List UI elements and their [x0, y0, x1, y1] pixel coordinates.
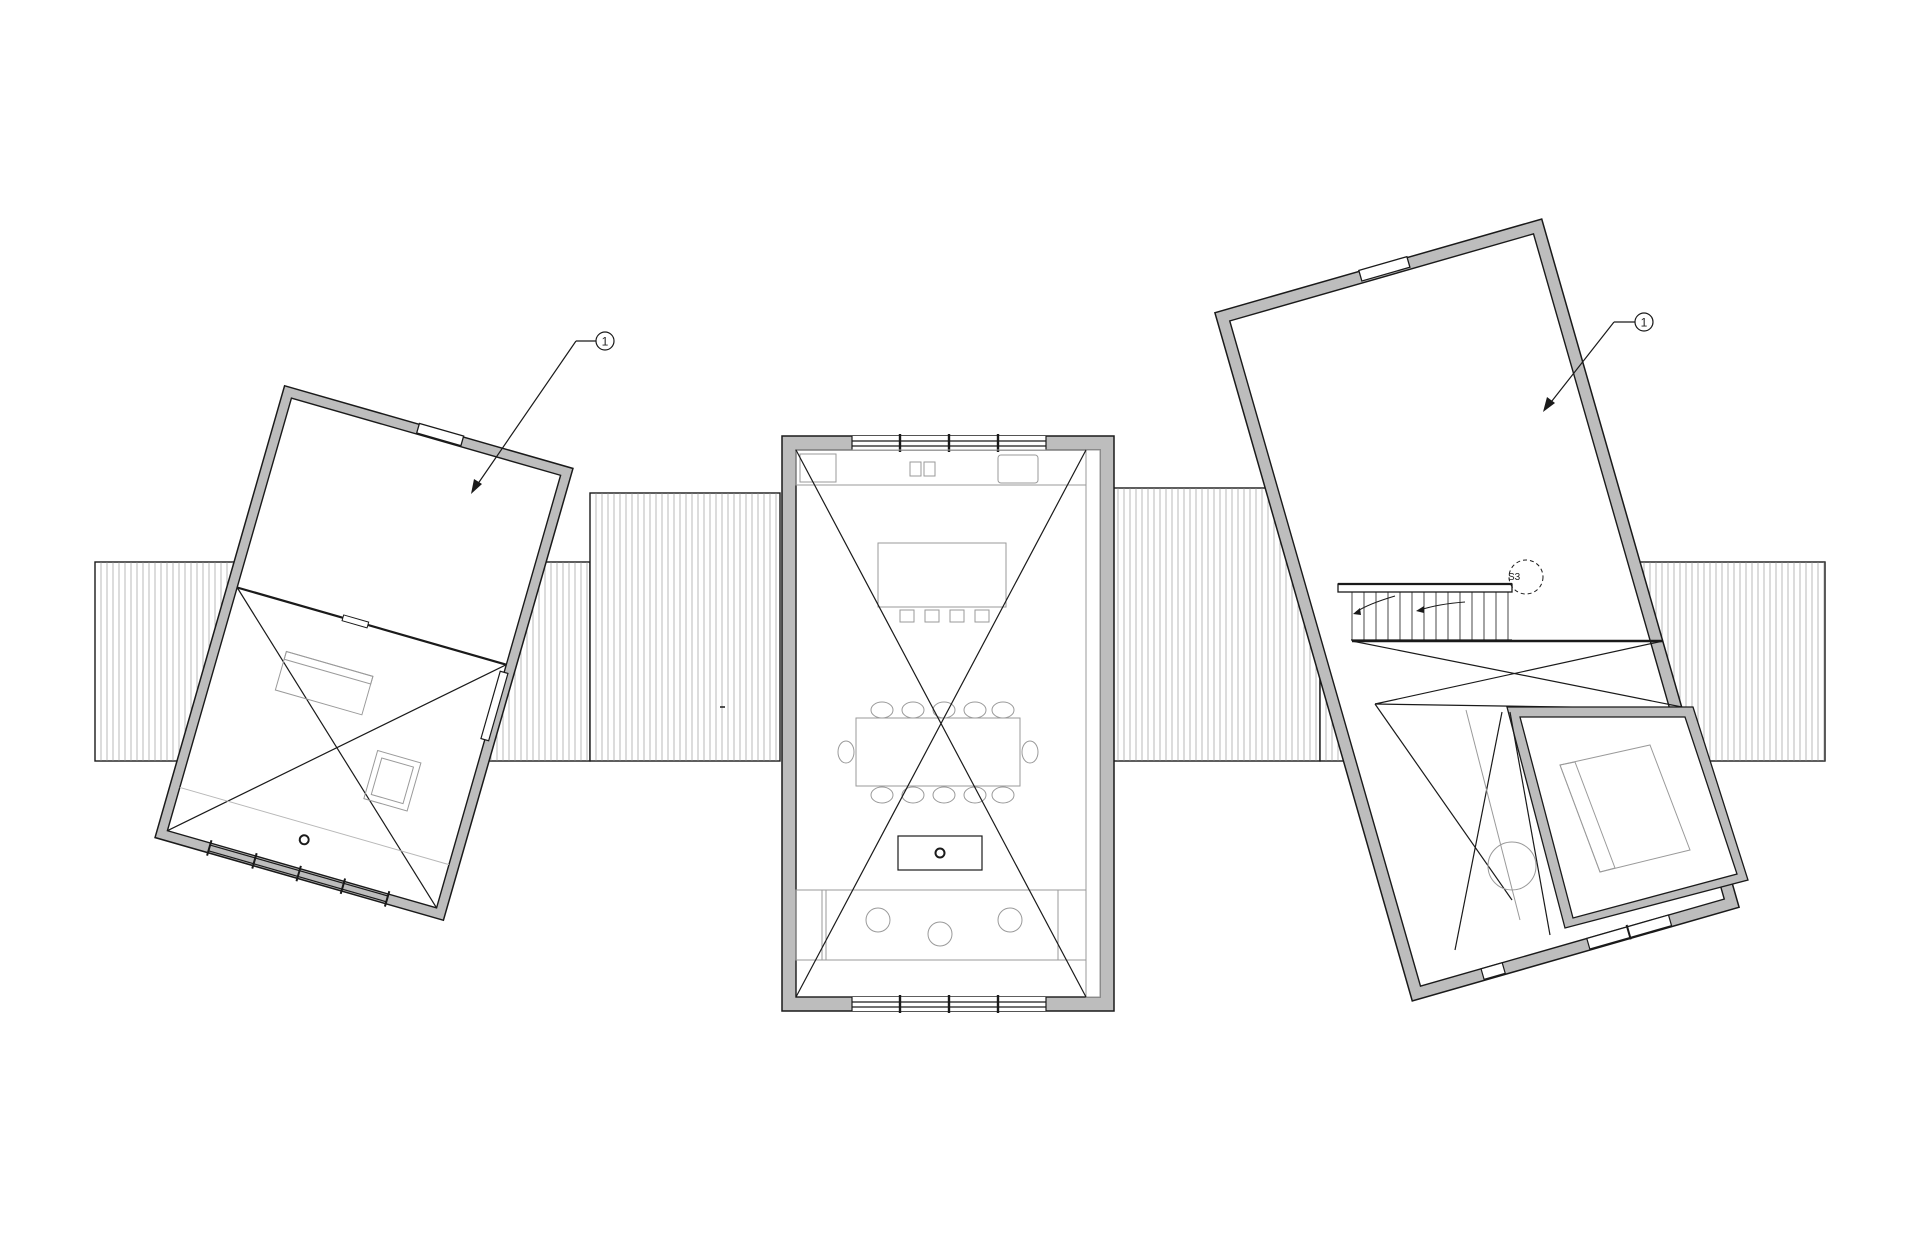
- center-fridge: [799, 453, 837, 483]
- right-stair-landing: [1337, 583, 1513, 593]
- center-side-left: [795, 889, 827, 961]
- left-counter-line: [179, 786, 450, 866]
- center-stool-1: [899, 609, 915, 623]
- deck-center-left-segment: [589, 492, 781, 762]
- center-sink-b: [923, 461, 936, 477]
- right-top-window: [1358, 255, 1411, 282]
- center-side-right: [1057, 889, 1087, 961]
- right-bottom-window-a: [1480, 961, 1506, 981]
- left-callout-bubble: [595, 331, 615, 351]
- right-pavilion-callout: 1: [1543, 312, 1654, 412]
- left-sofa-back: [283, 650, 374, 685]
- left-partition-door: [341, 614, 370, 629]
- left-callout-arrowhead: [471, 479, 482, 494]
- right-closet-diagonal-b: [1509, 711, 1551, 936]
- left-top-window: [415, 422, 465, 447]
- center-kitchen-counter: [795, 449, 1087, 486]
- center-pouf-3: [997, 907, 1023, 933]
- right-stair-arrowhead-b: [1416, 606, 1424, 613]
- left-mullion-3: [295, 865, 302, 882]
- right-closet-diagonal: [1454, 711, 1503, 951]
- right-stair-marker-text: S3: [1508, 572, 1521, 583]
- center-stool-4: [974, 609, 990, 623]
- left-pavilion: [154, 384, 574, 922]
- left-pavilion-callout: 1: [471, 331, 615, 494]
- center-right-wall-strip: [1085, 449, 1101, 998]
- right-stair-treads: [1351, 592, 1509, 640]
- right-bed-headboard: [1559, 761, 1616, 873]
- right-callout-bubble: [1634, 312, 1654, 332]
- right-callout-leader: [1547, 321, 1615, 407]
- left-mullion-5: [383, 890, 391, 907]
- right-bottom-mullion: [1625, 924, 1632, 940]
- left-mullion-4: [339, 878, 347, 895]
- left-stove: [298, 834, 310, 846]
- right-bedroom-floor: [1519, 716, 1738, 919]
- left-callout-leader: [474, 340, 577, 489]
- center-island: [877, 542, 1007, 608]
- center-void-diagonal-b: [795, 449, 1087, 998]
- right-bath-counter: [1465, 709, 1521, 921]
- left-partition: [236, 586, 507, 666]
- left-side-window: [480, 670, 509, 742]
- left-pavilion-floor: [166, 397, 562, 909]
- center-pavilion-floor: [795, 449, 1101, 998]
- left-void-diagonal-b: [167, 664, 507, 832]
- right-pavilion-interior: S3: [1337, 559, 1749, 951]
- center-range: [997, 454, 1039, 484]
- center-dining-chairs: [837, 701, 1039, 804]
- left-callout-number: 1: [602, 335, 609, 349]
- left-mullion-1: [206, 839, 213, 856]
- left-mullion-2: [251, 852, 258, 869]
- center-stool-2: [924, 609, 940, 623]
- right-void-diagonal-c: [1374, 703, 1513, 901]
- center-stool-3: [949, 609, 965, 623]
- center-pouf-1: [865, 907, 891, 933]
- left-armchair: [363, 749, 422, 812]
- left-armchair-inner: [370, 757, 415, 805]
- right-stair-marker-ring: [1508, 559, 1544, 595]
- right-void-diagonal-a: [1351, 640, 1693, 710]
- center-pouf-2: [927, 921, 953, 947]
- center-sink-a: [909, 461, 922, 477]
- right-void-diagonal-b: [1374, 640, 1664, 705]
- center-pavilion: [720, 434, 1115, 1013]
- right-callout-number: 1: [1641, 316, 1648, 330]
- center-stove: [934, 847, 946, 859]
- right-callout-arrowhead: [1543, 397, 1555, 412]
- right-stair-arrowhead-a: [1353, 608, 1361, 615]
- center-hearth: [897, 835, 983, 871]
